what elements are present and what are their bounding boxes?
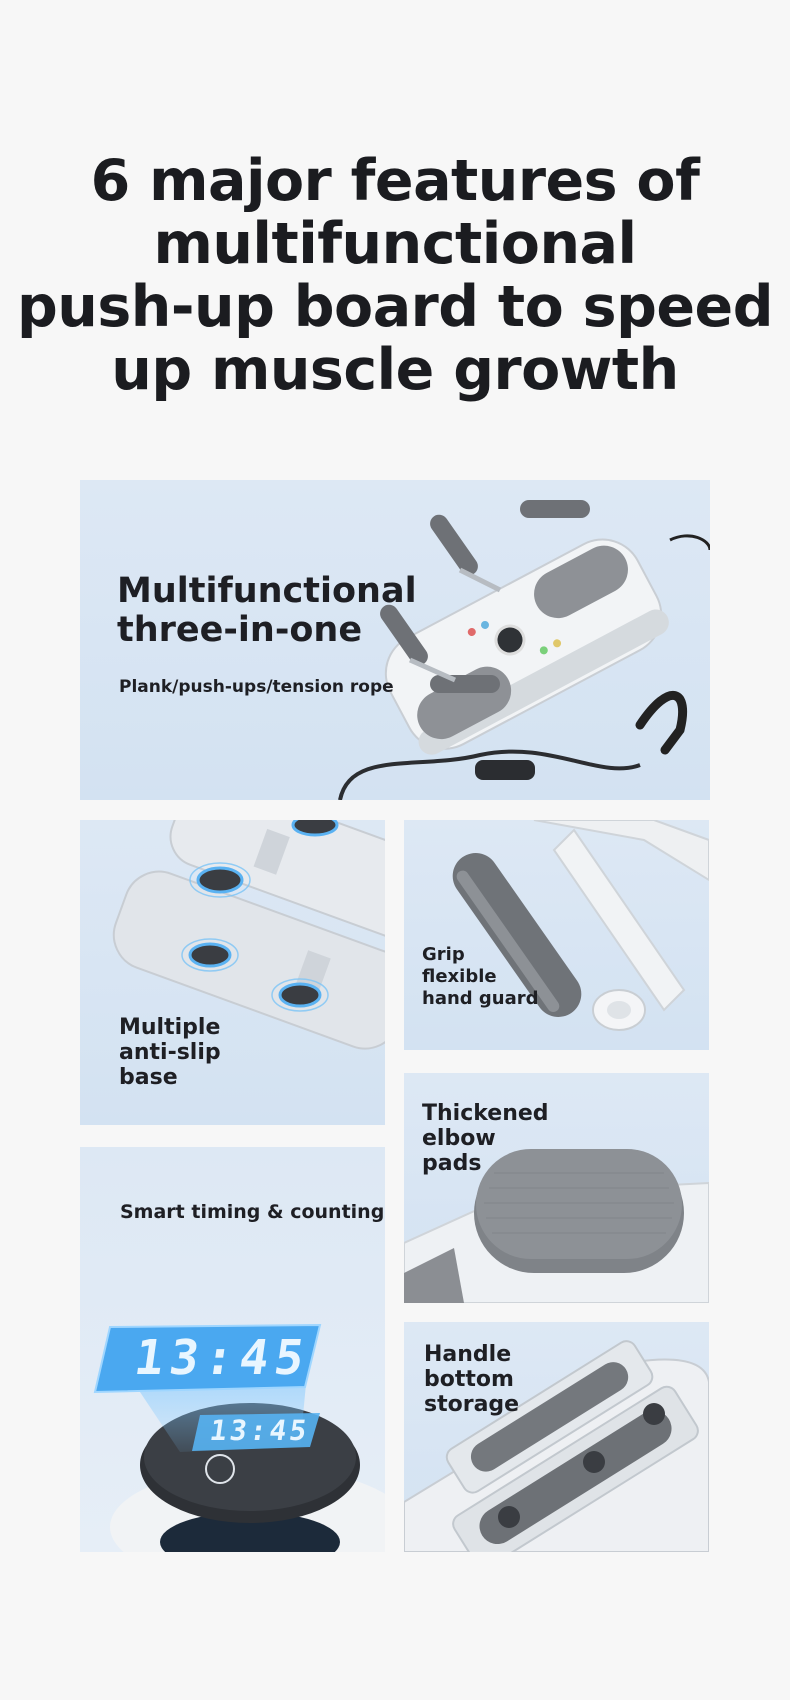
grip-line-2: flexible: [422, 966, 497, 987]
page-headline: 6 major features of multifunctional push…: [0, 150, 790, 402]
panel-storage: Handle bottom storage: [404, 1322, 709, 1552]
anti-slip-line-2: anti-slip: [119, 1040, 221, 1065]
panel-grip: Grip flexible hand guard: [404, 820, 709, 1050]
headline-line-3: push-up board to speed: [16, 274, 774, 340]
multifunctional-caption: Plank/push-ups/tension rope: [119, 677, 394, 697]
elbow-label: Thickened elbow pads: [422, 1101, 549, 1176]
headline-line-1: 6 major features of: [90, 148, 700, 214]
panel-elbow: Thickened elbow pads: [404, 1073, 709, 1303]
elbow-line-2: elbow: [422, 1126, 496, 1151]
grip-line-1: Grip: [422, 944, 465, 965]
smart-display-illustration: [93, 1323, 385, 1552]
multifunctional-title: Multifunctional three-in-one: [117, 572, 417, 650]
grip-label: Grip flexible hand guard: [422, 944, 539, 1010]
anti-slip-label: Multiple anti-slip base: [119, 1015, 221, 1090]
elbow-pad-illustration: [404, 1149, 709, 1303]
handle-storage-illustration: [404, 1340, 709, 1552]
timing-title: Smart timing & counting: [120, 1201, 385, 1223]
storage-line-2: bottom: [424, 1367, 514, 1392]
anti-slip-base-illustration: [112, 820, 385, 1050]
headline-line-4: up muscle growth: [111, 337, 679, 403]
pushup-board-illustration: [338, 500, 710, 800]
panel-multifunctional: Multifunctional three-in-one Plank/push-…: [80, 480, 710, 800]
anti-slip-line-3: base: [119, 1065, 178, 1090]
dial-display-reading: 13:45: [207, 1414, 312, 1447]
floating-display-reading: 13:45: [131, 1330, 314, 1386]
panel-timing: Smart timing & counting 13:45 13:45: [80, 1147, 385, 1552]
grip-handle-illustration: [452, 820, 709, 1031]
grip-line-3: hand guard: [422, 988, 539, 1009]
storage-line-3: storage: [424, 1392, 520, 1417]
headline-line-2: multifunctional: [153, 211, 637, 277]
anti-slip-line-1: Multiple: [119, 1015, 221, 1040]
multifunctional-title-line-1: Multifunctional: [117, 571, 417, 611]
elbow-line-3: pads: [422, 1151, 482, 1176]
elbow-line-1: Thickened: [422, 1101, 549, 1126]
storage-label: Handle bottom storage: [424, 1342, 519, 1417]
storage-line-1: Handle: [424, 1342, 512, 1367]
panel-anti-slip: Multiple anti-slip base: [80, 820, 385, 1125]
multifunctional-title-line-2: three-in-one: [117, 610, 363, 650]
